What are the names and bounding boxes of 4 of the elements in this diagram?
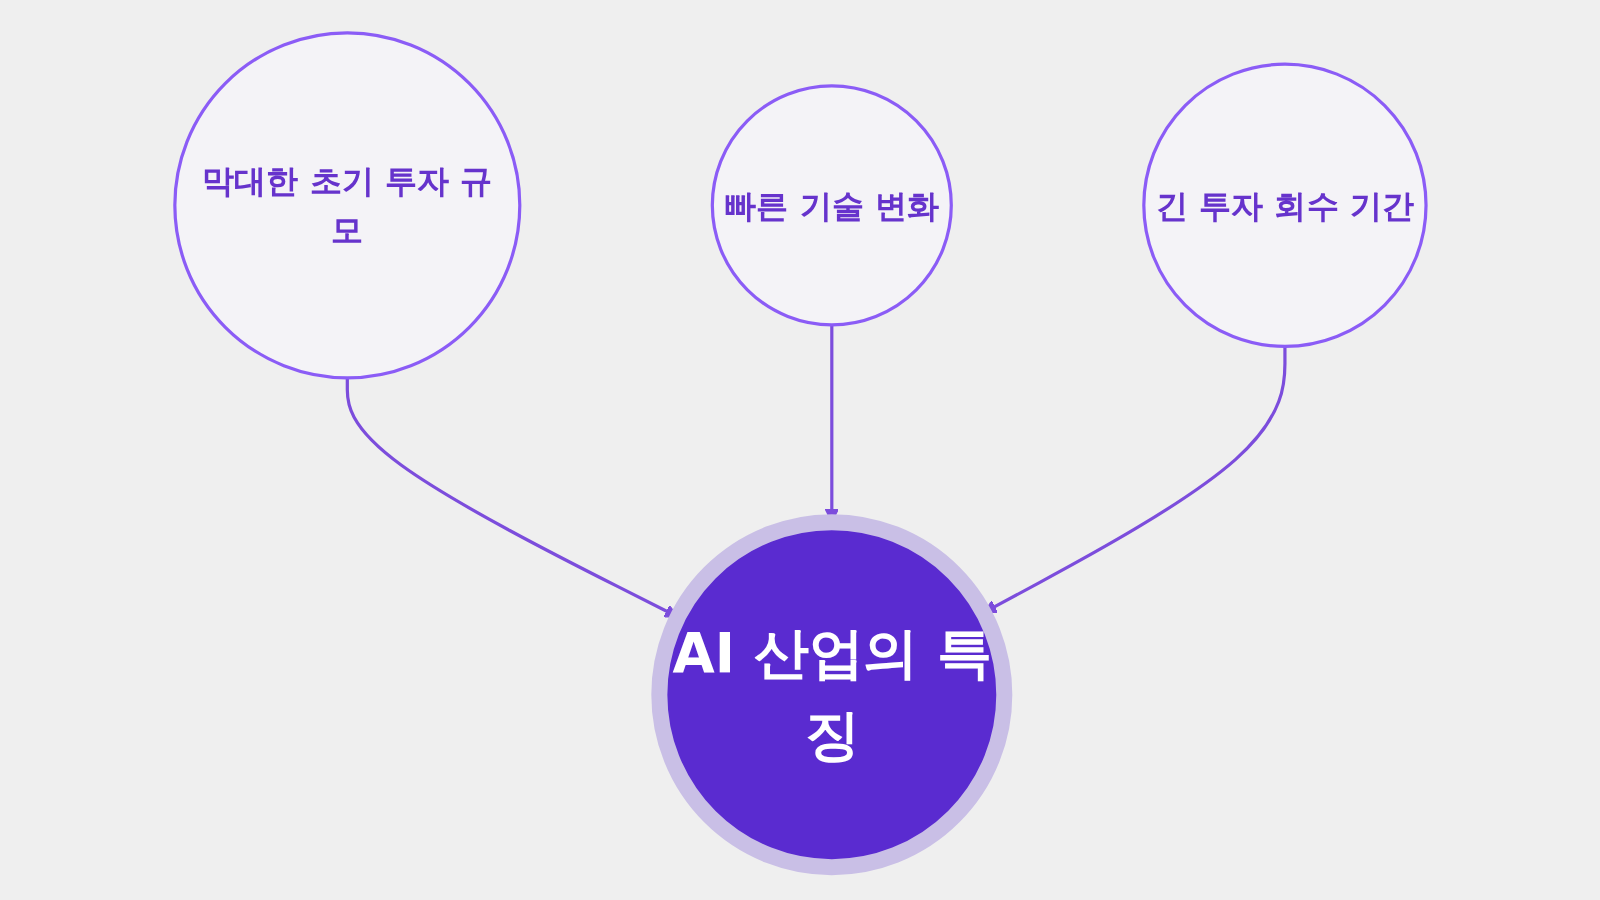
node-circle: AI 산업의 특징 bbox=[650, 514, 1012, 876]
node-circle: 막대한 초기 투자 규모 bbox=[172, 31, 521, 380]
node-circle: 긴 투자 회수 기간 bbox=[1141, 62, 1428, 349]
node-circle: 빠른 기술 변화 bbox=[710, 84, 953, 327]
